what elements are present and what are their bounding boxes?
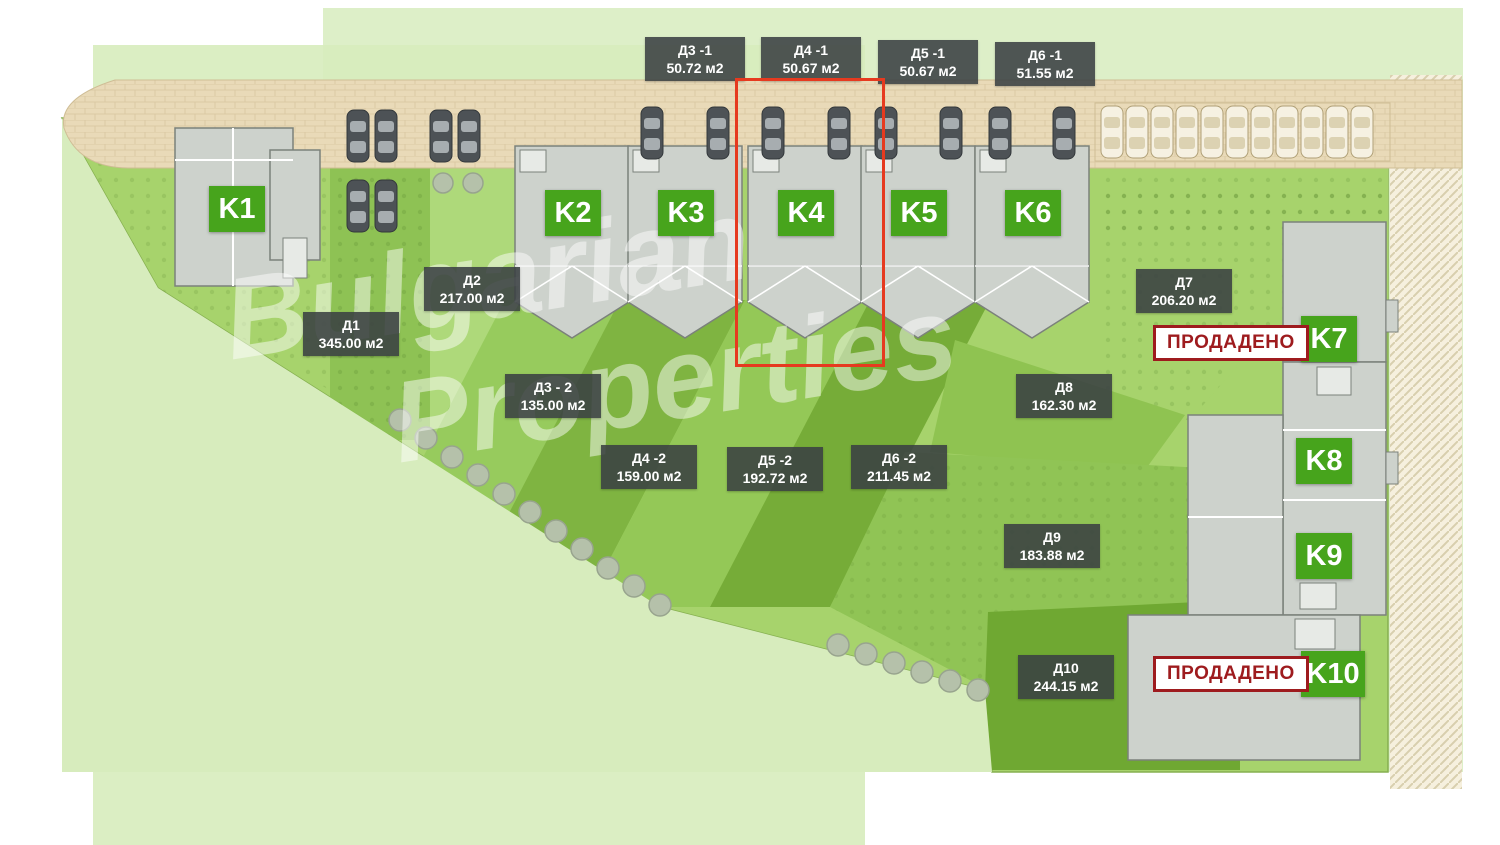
plot-id: Д6 -1 xyxy=(1027,47,1063,63)
plot-id: Д10 xyxy=(1053,660,1079,676)
plot-area: 192.72 м2 xyxy=(742,470,808,487)
plot-area: 345.00 м2 xyxy=(318,335,384,352)
house-label-k2[interactable]: K2 xyxy=(545,190,601,236)
house-label-k7[interactable]: K7 xyxy=(1301,316,1357,362)
plot-id: Д1 xyxy=(342,317,360,333)
plot-id: Д7 xyxy=(1175,274,1193,290)
trees xyxy=(388,172,990,702)
plot-area: 135.00 м2 xyxy=(520,397,586,414)
plot-area: 51.55 м2 xyxy=(1016,65,1074,82)
plot-area: 244.15 м2 xyxy=(1033,678,1099,695)
house-label-k8[interactable]: K8 xyxy=(1296,438,1352,484)
plot-area: 50.67 м2 xyxy=(782,60,840,77)
house-label-k1[interactable]: K1 xyxy=(209,186,265,232)
plot-area: 211.45 м2 xyxy=(866,468,932,485)
plot-label-d6-2: Д6 -2 211.45 м2 xyxy=(851,445,947,490)
plot-label-d9: Д9 183.88 м2 xyxy=(1004,524,1100,569)
house-label-k6[interactable]: K6 xyxy=(1005,190,1061,236)
house-label-k10[interactable]: K10 xyxy=(1301,651,1365,697)
plot-area: 206.20 м2 xyxy=(1151,292,1217,309)
house-label-k4[interactable]: K4 xyxy=(778,190,834,236)
plot-id: Д5 -2 xyxy=(757,452,793,468)
building-k1 xyxy=(174,127,321,287)
plot-label-d6-1: Д6 -1 51.55 м2 xyxy=(995,42,1095,87)
plot-id: Д3 - 2 xyxy=(534,379,572,395)
plot-area: 162.30 м2 xyxy=(1031,397,1097,414)
plot-label-d5-1: Д5 -1 50.67 м2 xyxy=(878,40,978,85)
plot-area: 183.88 м2 xyxy=(1019,547,1085,564)
plot-label-d4-2: Д4 -2 159.00 м2 xyxy=(601,445,697,490)
plot-id: Д2 xyxy=(463,272,481,288)
plot-area: 50.72 м2 xyxy=(666,60,724,77)
house-label-k5[interactable]: K5 xyxy=(891,190,947,236)
plot-label-d3-1: Д3 -1 50.72 м2 xyxy=(645,37,745,82)
plot-id: Д6 -2 xyxy=(881,450,917,466)
plot-id: Д5 -1 xyxy=(910,45,946,61)
plot-id: Д4 -2 xyxy=(631,450,667,466)
sold-badge-k10: ПРОДАДЕНО xyxy=(1153,656,1309,692)
plot-id: Д8 xyxy=(1055,379,1073,395)
plot-id: Д9 xyxy=(1043,529,1061,545)
plot-id: Д3 -1 xyxy=(677,42,713,58)
plot-label-d4-1: Д4 -1 50.67 м2 xyxy=(761,37,861,82)
plot-area: 159.00 м2 xyxy=(616,468,682,485)
house-label-k9[interactable]: K9 xyxy=(1296,533,1352,579)
plot-label-d10: Д10 244.15 м2 xyxy=(1018,655,1114,700)
plot-label-d8: Д8 162.30 м2 xyxy=(1016,374,1112,419)
plot-area: 217.00 м2 xyxy=(439,290,505,307)
plot-label-d2: Д2 217.00 м2 xyxy=(424,267,520,312)
house-label-k3[interactable]: K3 xyxy=(658,190,714,236)
plot-id: Д4 -1 xyxy=(793,42,829,58)
plot-label-d5-2: Д5 -2 192.72 м2 xyxy=(727,447,823,492)
plot-label-d1: Д1 345.00 м2 xyxy=(303,312,399,357)
sold-badge-k7: ПРОДАДЕНО xyxy=(1153,325,1309,361)
row-houses-k2-k6 xyxy=(514,145,1090,339)
plot-area: 50.67 м2 xyxy=(899,63,957,80)
plot-label-d3-2: Д3 - 2 135.00 м2 xyxy=(505,374,601,419)
parked-cars-light xyxy=(1100,105,1374,159)
plot-label-d7: Д7 206.20 м2 xyxy=(1136,269,1232,314)
